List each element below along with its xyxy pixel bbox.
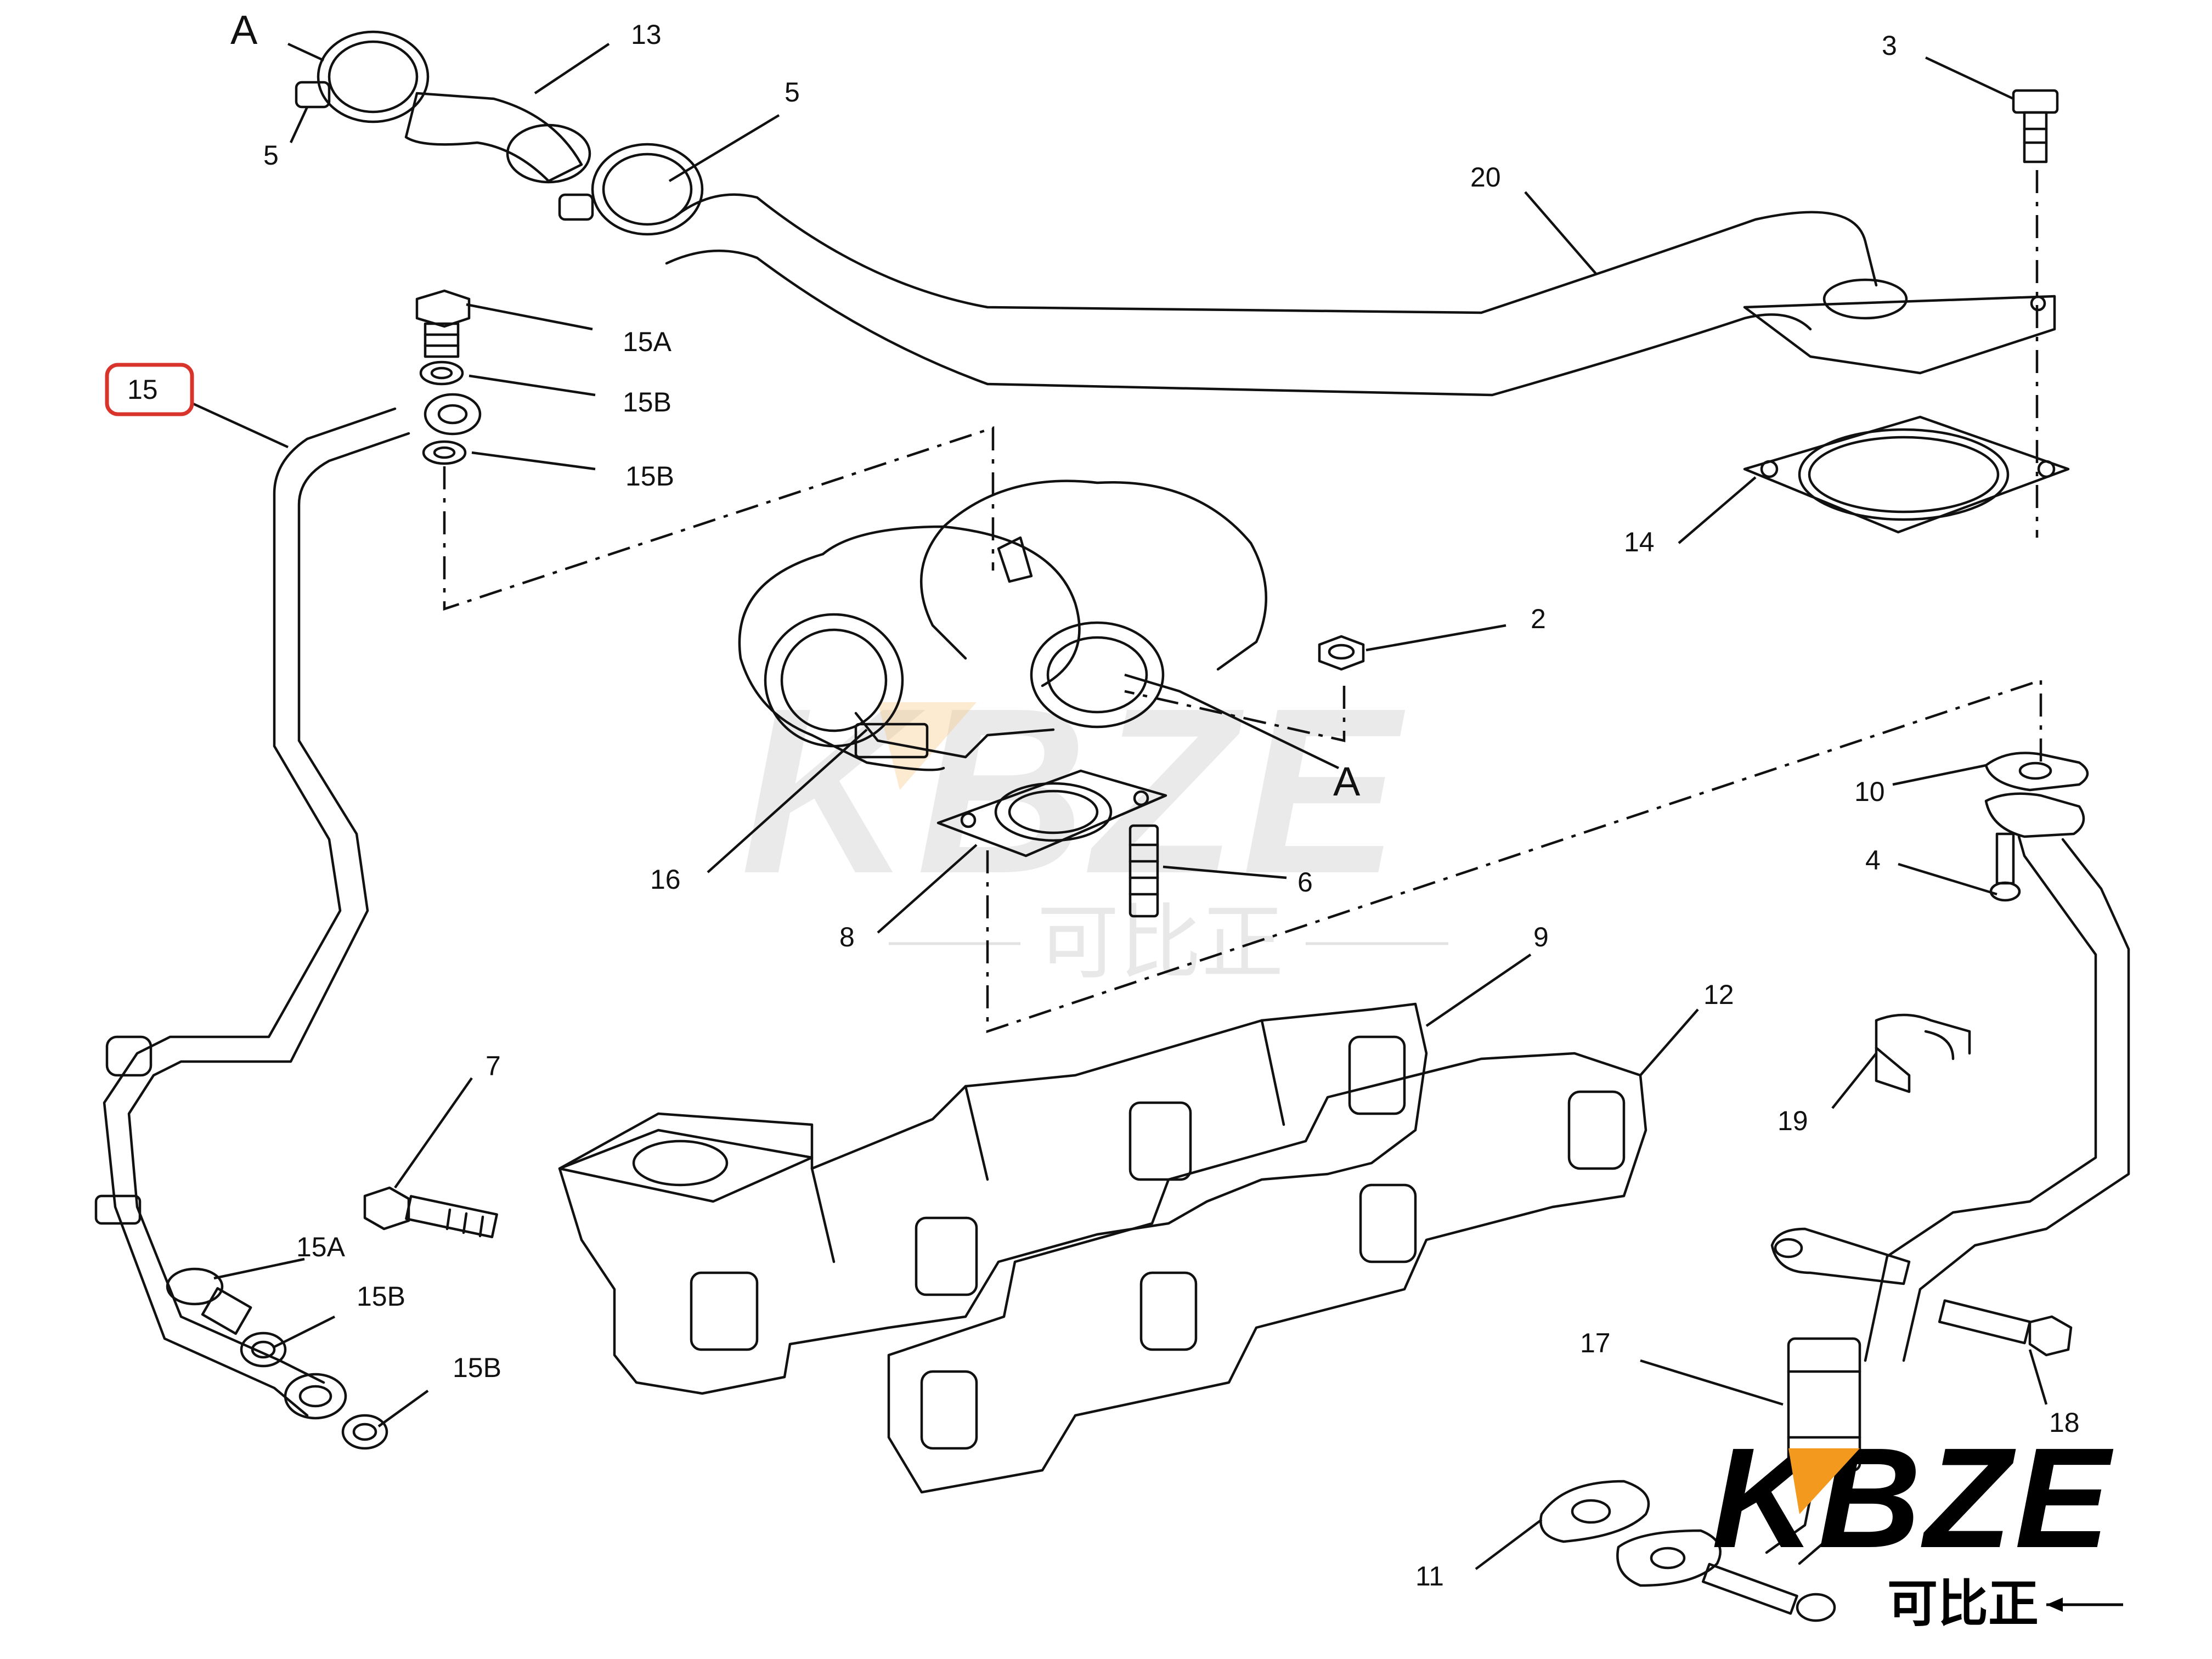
callout-15a-lower: 15A (296, 1232, 346, 1262)
callout-15b-upper-1: 15B (623, 387, 672, 417)
washer-15b-lower-2 (341, 1414, 388, 1450)
callout-7: 7 (486, 1051, 501, 1081)
callout-19: 19 (1778, 1105, 1808, 1136)
gasket-14 (1743, 415, 2070, 534)
watermark-chinese: 可比正 (1037, 895, 1284, 991)
kbze-logo: KBZE 可比正 (1712, 1419, 2123, 1633)
callout-16: 16 (650, 864, 681, 895)
gasket-10 (1984, 752, 2089, 792)
exhaust-manifold-9 (558, 1002, 1428, 1395)
callout-2: 2 (1531, 603, 1546, 634)
callout-6: 6 (1297, 867, 1313, 898)
tube-bracket (1770, 1227, 1911, 1285)
hose-clamp-lower (558, 143, 704, 236)
callout-15-highlight: 15 (105, 363, 194, 416)
leader-lines (191, 42, 2048, 1570)
oil-drain-tube-17 (1765, 792, 2130, 1565)
callout-labels: A 13 5 5 3 20 15A 15 15B 15B 14 2 A 16 1… (105, 7, 2080, 1592)
stud-6 (1128, 824, 1159, 918)
nut-2-alignment (1124, 686, 1346, 742)
drain-line-alignment (986, 678, 2042, 1034)
oil-line-15 (94, 407, 410, 1417)
callout-5-right: 5 (785, 77, 800, 108)
watermark: KBZE 可比正 (741, 659, 1448, 991)
callout-A-lower: A (1333, 759, 1361, 804)
banjo-fitting-upper (424, 393, 482, 436)
callout-15b-lower-1: 15B (357, 1281, 405, 1312)
callout-11: 11 (1415, 1561, 1444, 1592)
washer-15b-upper-1 (419, 360, 464, 386)
callout-15b-lower-2: 15B (453, 1352, 501, 1383)
callout-15: 15 (127, 374, 158, 405)
gasket-11 (1539, 1480, 1722, 1587)
bolt-3 (2012, 89, 2059, 163)
connector-hose-13 (404, 92, 591, 184)
callout-20: 20 (1470, 162, 1501, 193)
manifold-gasket-12 (887, 1052, 1647, 1494)
hose-clamp-upper-left (295, 30, 430, 123)
callout-14: 14 (1624, 527, 1655, 557)
washer-15b-upper-2 (422, 440, 467, 465)
callout-10: 10 (1854, 776, 1885, 807)
exhaust-pipe-20 (665, 193, 2056, 397)
clip-19 (1875, 1013, 1971, 1093)
callout-8: 8 (839, 922, 855, 952)
callout-13: 13 (631, 19, 662, 50)
watermark-brand: KBZE (741, 659, 1408, 923)
drain-flange-bolt (1701, 1562, 1836, 1622)
washer-15b-lower-1 (240, 1331, 287, 1368)
callout-A-upper: A (230, 7, 258, 53)
banjo-fitting-lower (284, 1373, 347, 1420)
gasket-8 (936, 769, 1167, 857)
logo-chinese: 可比正 (1887, 1575, 2039, 1633)
callout-5-left: 5 (263, 140, 279, 171)
bolt-7 (363, 1186, 498, 1239)
bolt-4 (1989, 832, 2021, 902)
callout-4: 4 (1865, 845, 1881, 876)
callout-17: 17 (1580, 1328, 1611, 1358)
callout-18: 18 (2049, 1407, 2080, 1438)
callout-12: 12 (1703, 979, 1734, 1010)
nut-2 (1318, 635, 1365, 671)
turbocharger-16 (738, 479, 1268, 771)
oil-line-alignment (443, 426, 995, 611)
callout-15b-upper-2: 15B (625, 461, 674, 492)
callout-15a-upper: 15A (623, 326, 672, 357)
logo-brand: KBZE (1712, 1419, 2115, 1578)
callout-3: 3 (1882, 30, 1897, 61)
banjo-bolt-15a-upper (415, 289, 471, 358)
banjo-bolt-15a-lower (166, 1267, 252, 1335)
callout-9: 9 (1533, 922, 1549, 952)
bolt-18 (1938, 1299, 2073, 1357)
